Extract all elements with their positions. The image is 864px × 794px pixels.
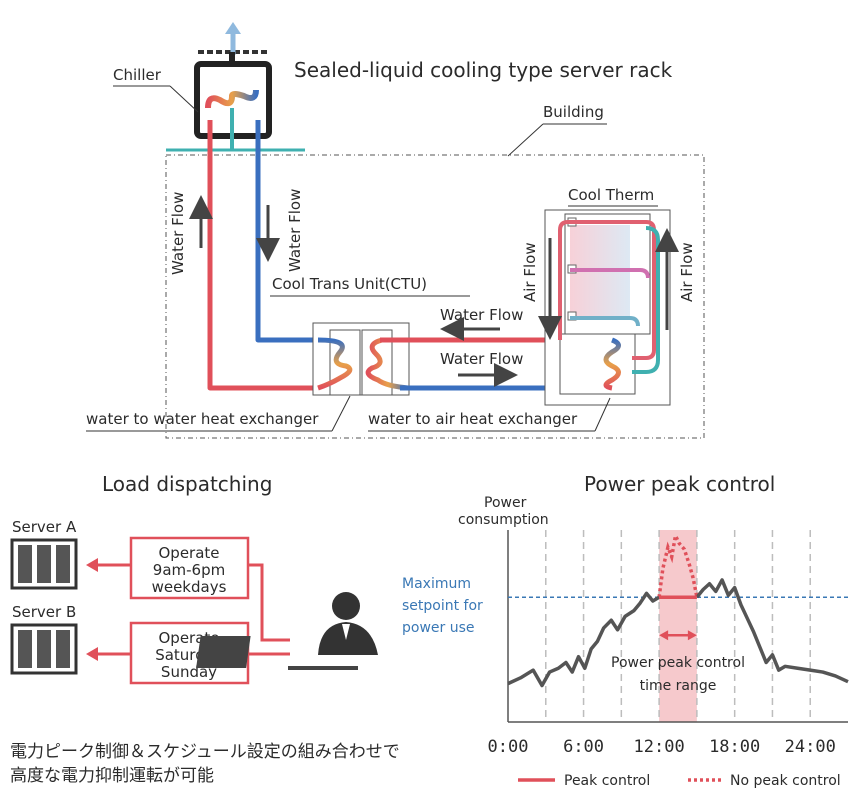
exhaust-arrow-icon bbox=[225, 22, 241, 34]
water-flow-left-label: Water Flow bbox=[440, 306, 523, 324]
setpoint-label-2: setpoint for bbox=[402, 598, 483, 614]
air-flow-down-label: Air Flow bbox=[521, 242, 539, 302]
server-a-label: Server A bbox=[12, 518, 77, 536]
ctu-label: Cool Trans Unit(CTU) bbox=[272, 275, 427, 293]
ylabel-line2: consumption bbox=[458, 512, 549, 528]
x-tick-label: 12:00 bbox=[634, 737, 685, 757]
cool-therm-unit bbox=[544, 209, 671, 406]
box-a-line2: 9am-6pm bbox=[153, 561, 225, 579]
cooling-title: Sealed-liquid cooling type server rack bbox=[294, 58, 673, 82]
legend-no-peak-label: No peak control bbox=[730, 773, 841, 789]
baseline-before-series-line bbox=[507, 591, 661, 688]
no-peak-series-line bbox=[657, 530, 699, 598]
box-a-line1: Operate bbox=[158, 544, 219, 562]
setpoint-label-1: Maximum bbox=[402, 576, 471, 592]
water-flow-up-label: Water Flow bbox=[169, 192, 187, 275]
cool-therm-label: Cool Therm bbox=[568, 186, 654, 204]
peak-window-band bbox=[659, 530, 697, 722]
operator-icon bbox=[196, 592, 378, 670]
x-tick-label: 24:00 bbox=[785, 737, 836, 757]
range-arrow-left-head bbox=[659, 630, 669, 641]
range-arrow-right-head bbox=[687, 630, 697, 641]
ylabel-line1: Power bbox=[484, 495, 527, 511]
wa-hx-label: water to air heat exchanger bbox=[368, 410, 578, 428]
building-boundary bbox=[165, 154, 705, 439]
dispatch-title: Load dispatching bbox=[102, 472, 272, 496]
caption-line1: 電力ピーク制御＆スケジュール設定の組み合わせで bbox=[10, 742, 400, 762]
peak-title: Power peak control bbox=[584, 472, 775, 496]
setpoint-label-3: power use bbox=[402, 620, 475, 636]
ctu-unit bbox=[312, 322, 410, 396]
building-label: Building bbox=[543, 103, 604, 121]
water-flow-down-label: Water Flow bbox=[286, 189, 304, 272]
ww-hx-label: water to water heat exchanger bbox=[86, 410, 319, 428]
chiller-unit bbox=[194, 22, 272, 150]
dispatch-arrows bbox=[86, 558, 290, 661]
box-a bbox=[129, 536, 250, 600]
cold-pipe-left bbox=[255, 120, 318, 343]
x-tick-label: 18:00 bbox=[709, 737, 760, 757]
water-flow-right-label: Water Flow bbox=[440, 350, 523, 368]
range-label-line2: time range bbox=[640, 678, 717, 694]
caption-line2: 高度な電力抑制運転が可能 bbox=[10, 766, 214, 786]
server-b-label: Server B bbox=[12, 603, 76, 621]
air-flow-up-label: Air Flow bbox=[678, 242, 696, 302]
x-tick-label: 0:00 bbox=[488, 737, 529, 757]
x-tick-label: 6:00 bbox=[563, 737, 604, 757]
box-a-line3: weekdays bbox=[152, 578, 227, 596]
baseline-after-series-line bbox=[695, 578, 849, 684]
server-b-icon bbox=[10, 623, 78, 675]
chiller-label: Chiller bbox=[113, 66, 162, 84]
legend-peak-label: Peak control bbox=[564, 773, 650, 789]
range-label-line1: Power peak control bbox=[611, 655, 745, 671]
peak-chart: Power peak control time range 0:00 6:00 12:0… bbox=[488, 530, 849, 757]
server-a-icon bbox=[10, 538, 78, 590]
